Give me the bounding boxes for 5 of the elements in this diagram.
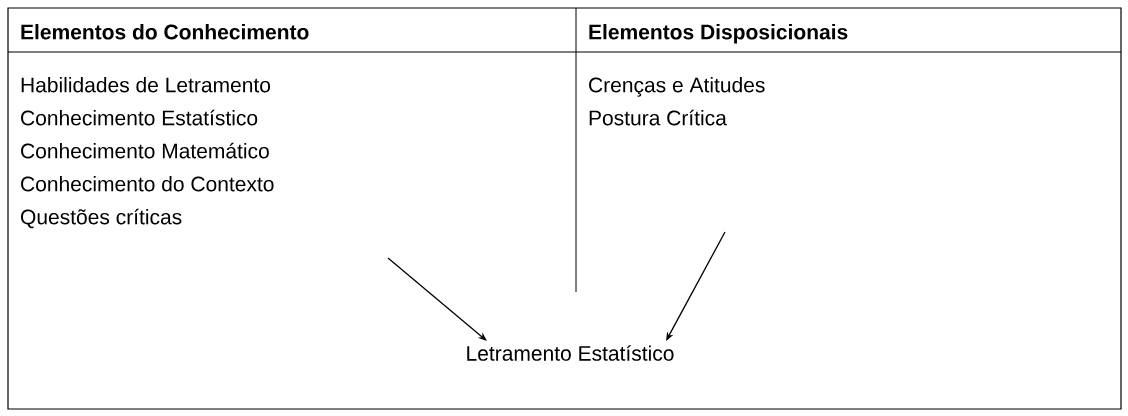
result-label: Letramento Estatístico <box>467 345 674 361</box>
arrow <box>666 231 726 341</box>
arrow <box>387 257 487 341</box>
table-column: Elementos do Conhecimento Habilidades de Letramento Conhecimento Estatístico Conhecimento Matemático Conhecimento do Contexto Questões críticas <box>7 7 577 259</box>
table-column: Elementos Disposicionais Crenças e Atitudes Postura Crítica <box>575 7 1122 233</box>
